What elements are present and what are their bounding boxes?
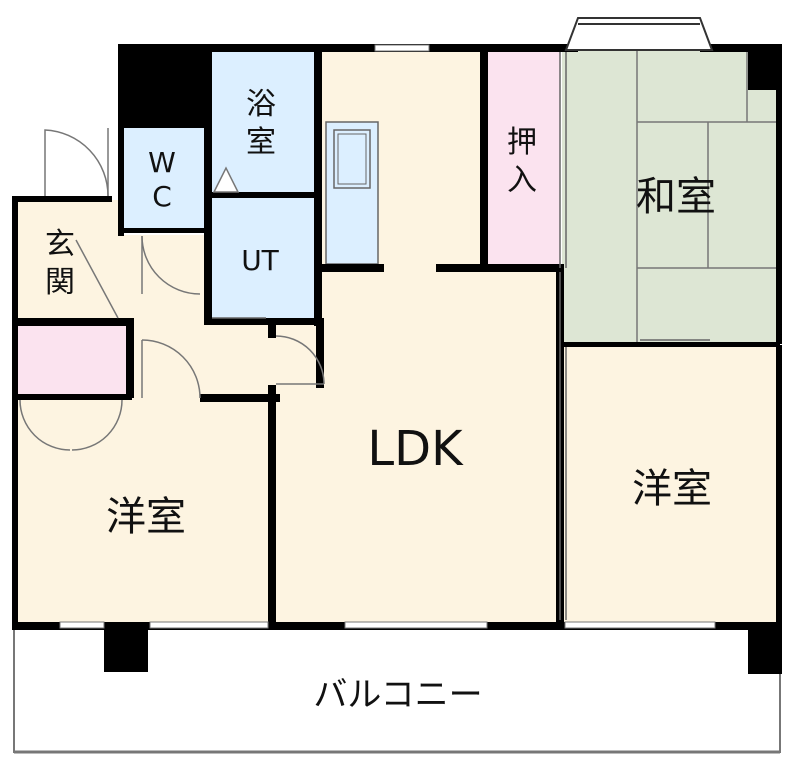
western-left-label: 洋室 [106,494,186,540]
western-right-floor [562,345,780,626]
wc-label-1: W [148,146,176,179]
ut-label: UT [241,244,279,277]
storage-floor [18,322,126,397]
windows [59,44,716,629]
ut-floor [208,198,316,318]
closet-label-1: 押 [507,125,537,160]
ldk-label: LDK [367,421,464,477]
kitchen-counter [325,121,379,265]
tatami-grid [636,50,778,345]
bath-label-2: 室 [246,125,276,160]
washitsu-label: 和室 [636,174,716,220]
doors [19,128,325,451]
bath-label-1: 浴 [246,87,276,122]
closet-label-2: 入 [507,163,537,198]
walls [12,44,782,674]
closet-floor [487,52,560,267]
wc-floor [122,128,204,228]
washitsu-floor [562,50,780,345]
balcony-label: バルコニー [313,675,482,715]
entrance-label-1: 玄 [45,227,75,262]
wc-label-2: C [152,180,172,213]
western-left-floor [18,398,273,626]
western-right-label: 洋室 [632,466,712,512]
entrance-label-2: 関 [45,265,75,300]
entrance-floor [18,200,123,322]
sliding-partitions [212,52,710,620]
bay-window [564,17,714,51]
